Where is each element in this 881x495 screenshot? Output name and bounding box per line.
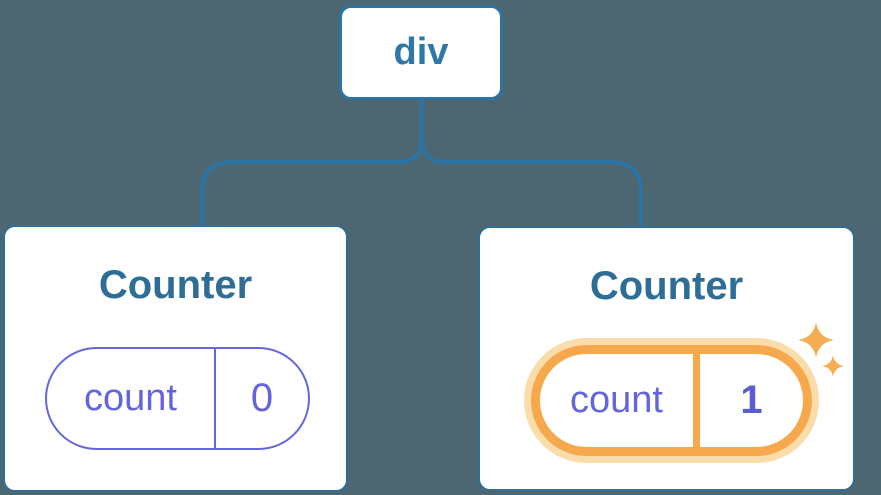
state-pill-count-0: count 0 — [45, 347, 310, 450]
component-title: Counter — [589, 264, 744, 308]
sparkle-icon — [798, 322, 844, 377]
state-pill-value-segment: 0 — [216, 349, 308, 448]
state-pill-key-segment: count — [47, 349, 216, 448]
counter-card-left: Counter count 0 — [3, 225, 348, 492]
state-pill-key-segment: count — [540, 354, 700, 447]
state-pill-count-1-highlighted: count 1 — [531, 345, 812, 456]
state-value-label: 0 — [250, 376, 274, 420]
state-pill-value-segment: 1 — [700, 354, 803, 447]
sparkle-small-star — [822, 355, 844, 377]
sparkle-large-star — [798, 322, 834, 358]
state-key-label: count — [84, 377, 177, 419]
root-node-div: div — [339, 5, 503, 100]
state-key-label: count — [570, 379, 663, 421]
connector-right-branch — [419, 137, 643, 228]
state-value-label: 1 — [740, 378, 763, 422]
component-title: Counter — [98, 263, 253, 307]
counter-card-right: Counter count 1 — [478, 226, 855, 491]
connector-left-branch — [200, 100, 424, 227]
root-node-label: div — [393, 31, 449, 73]
